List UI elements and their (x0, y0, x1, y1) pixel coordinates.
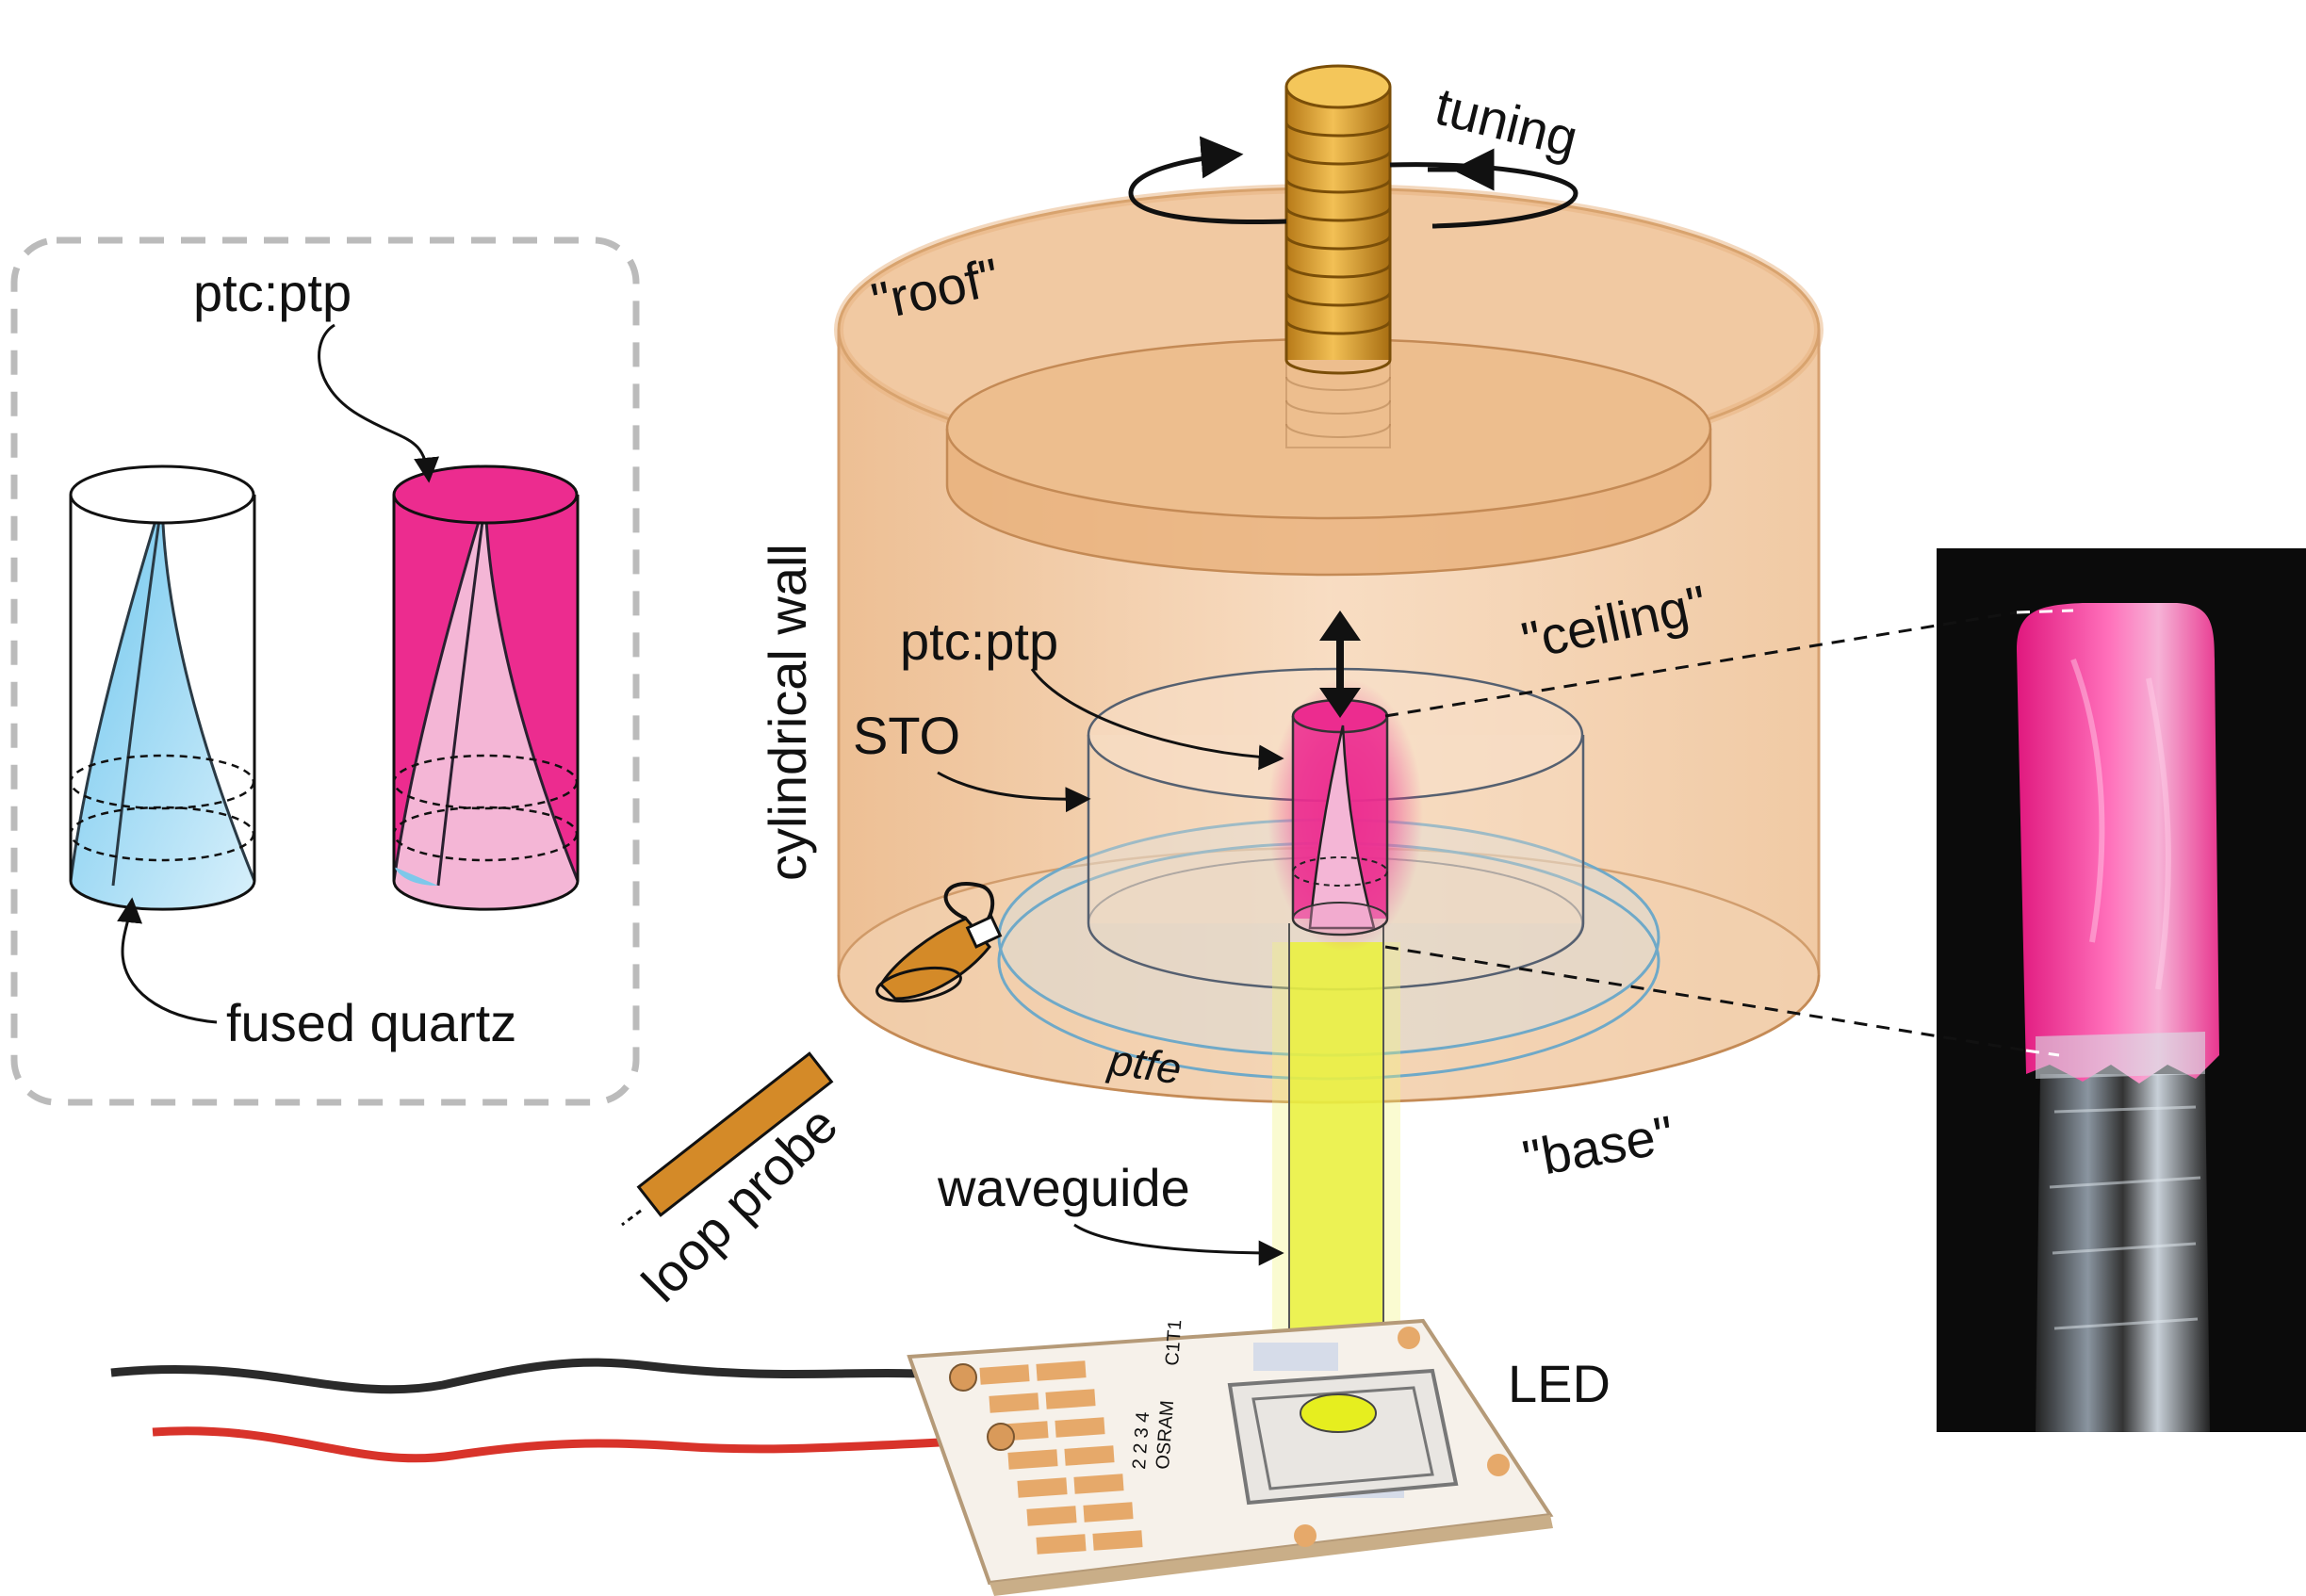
ptc-crystal-cylinder (392, 464, 580, 911)
led-board: C1T1 2 2 3 4 OSRAM (110, 1318, 1554, 1596)
ptc-main-arrow (1030, 668, 1284, 771)
loop-probe-inner (875, 882, 1003, 1003)
connector-bottom-white (2025, 1049, 2060, 1057)
connector-top-white (2016, 609, 2074, 614)
tuning-label: tuning (1430, 76, 1583, 169)
loop-probe-dash (621, 1209, 642, 1227)
inset-quartz-arrow (117, 897, 218, 1024)
waveguide-label: waveguide (937, 1158, 1190, 1217)
sto-label: STO (853, 706, 960, 765)
photo-glass-rod (2036, 1074, 2210, 1432)
inset-ptc-arrow (318, 323, 440, 483)
connector-bottom (1384, 945, 2027, 1052)
sto-arrow (937, 771, 1091, 813)
base-label: "base" (1518, 1104, 1678, 1189)
led-label: LED (1508, 1354, 1611, 1413)
connector-top (1384, 611, 2018, 718)
inset-ptc-label: ptc:ptp (193, 263, 352, 322)
ptc-main-label: ptc:ptp (900, 611, 1058, 671)
inset-dashed-frame (10, 236, 640, 1106)
led-pads (979, 1360, 1143, 1555)
inset-panel: ptc:ptp fused quartz (10, 236, 640, 1106)
photo-crystal (2017, 603, 2219, 1083)
crystal-photo (1937, 548, 2306, 1432)
led-emitter (1300, 1393, 1377, 1433)
gap-double-arrow (1319, 611, 1361, 718)
ptfe-label: ptfe (1104, 1034, 1185, 1093)
tuning-rotation-arrow (1128, 136, 1578, 229)
cavity (621, 64, 1824, 1413)
led-marking-2: 2 2 3 4 (1129, 1411, 1153, 1471)
waveguide-arrow (1073, 1223, 1284, 1266)
inset-quartz-label: fused quartz (226, 993, 516, 1052)
led-marking-1: C1T1 (1162, 1319, 1186, 1366)
cylindrical-wall-label: cylindrical wall (758, 544, 817, 881)
quartz-cylinder (69, 464, 256, 911)
led-marking-3: OSRAM (1153, 1400, 1178, 1471)
loop-probe-outer (636, 1051, 834, 1217)
central-crystal (1267, 678, 1423, 952)
ceiling-disk (945, 337, 1712, 577)
